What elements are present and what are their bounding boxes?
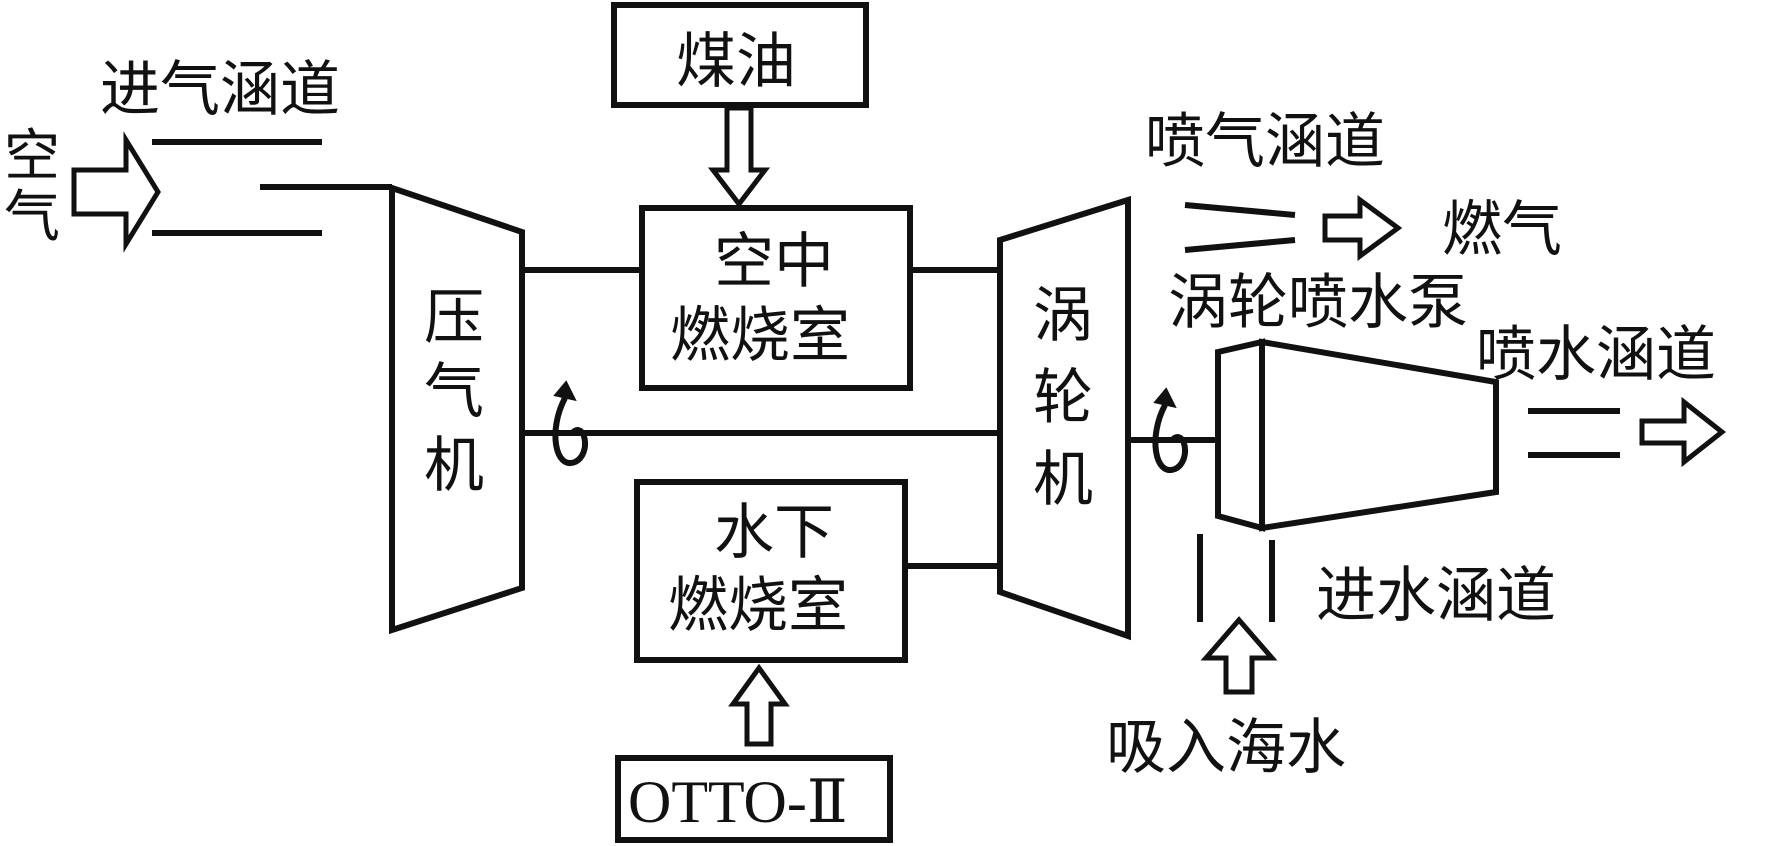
air-label-top: 空 xyxy=(4,124,60,189)
gas-out-arrow-icon xyxy=(1322,195,1403,261)
turbine-pump-label: 涡轮喷水泵 xyxy=(1168,268,1468,338)
kerosene-feed-arrow-icon xyxy=(707,105,771,209)
compressor-label-2: 气 xyxy=(424,357,484,427)
pump-nozzle-body xyxy=(1259,338,1499,532)
gas-label: 燃气 xyxy=(1442,195,1562,265)
turbine-label-3: 机 xyxy=(1033,445,1093,515)
exhaust-duct-top-line xyxy=(1184,202,1296,218)
turbine-label-2: 轮 xyxy=(1033,363,1093,433)
compressor-block xyxy=(389,183,525,635)
underwater-combustor-label-2: 燃烧室 xyxy=(668,571,848,641)
seawater-in-arrow-icon xyxy=(1200,616,1278,695)
underwater-combustor-label-1: 水下 xyxy=(714,498,834,568)
exhaust-duct-bottom-line xyxy=(1184,237,1296,253)
air-combustor-label-1: 空中 xyxy=(714,227,834,297)
compressor-rotation-icon xyxy=(552,380,589,466)
pump-rotation-icon xyxy=(1152,387,1189,473)
air-combustor-label-2: 燃烧室 xyxy=(670,301,850,371)
water-inlet-duct-label: 进水涵道 xyxy=(1316,561,1556,631)
turbine-label-1: 涡 xyxy=(1033,281,1093,351)
air-inlet-arrow-icon xyxy=(71,131,161,253)
otto-fuel-label: OTTO-Ⅱ xyxy=(628,769,848,835)
otto-feed-arrow-icon xyxy=(728,663,790,747)
kerosene-label: 煤油 xyxy=(676,27,796,97)
compressor-label-3: 机 xyxy=(424,431,484,501)
air-label-bottom: 气 xyxy=(4,185,60,250)
otto-fuel-box xyxy=(615,755,893,843)
compressor-label-1: 压 xyxy=(424,283,484,353)
turbine-block xyxy=(997,195,1131,641)
underwater-combustor-box xyxy=(634,479,908,663)
kerosene-box xyxy=(611,2,869,108)
seawater-intake-label: 吸入海水 xyxy=(1106,713,1346,783)
intake-duct-label: 进气涵道 xyxy=(100,55,340,125)
air-combustor-box xyxy=(639,205,913,391)
water-jet-out-arrow-icon xyxy=(1639,396,1727,468)
exhaust-duct-label: 喷气涵道 xyxy=(1145,107,1385,177)
pump-front-rim xyxy=(1215,338,1265,532)
water-jet-duct-label: 喷水涵道 xyxy=(1476,320,1716,390)
